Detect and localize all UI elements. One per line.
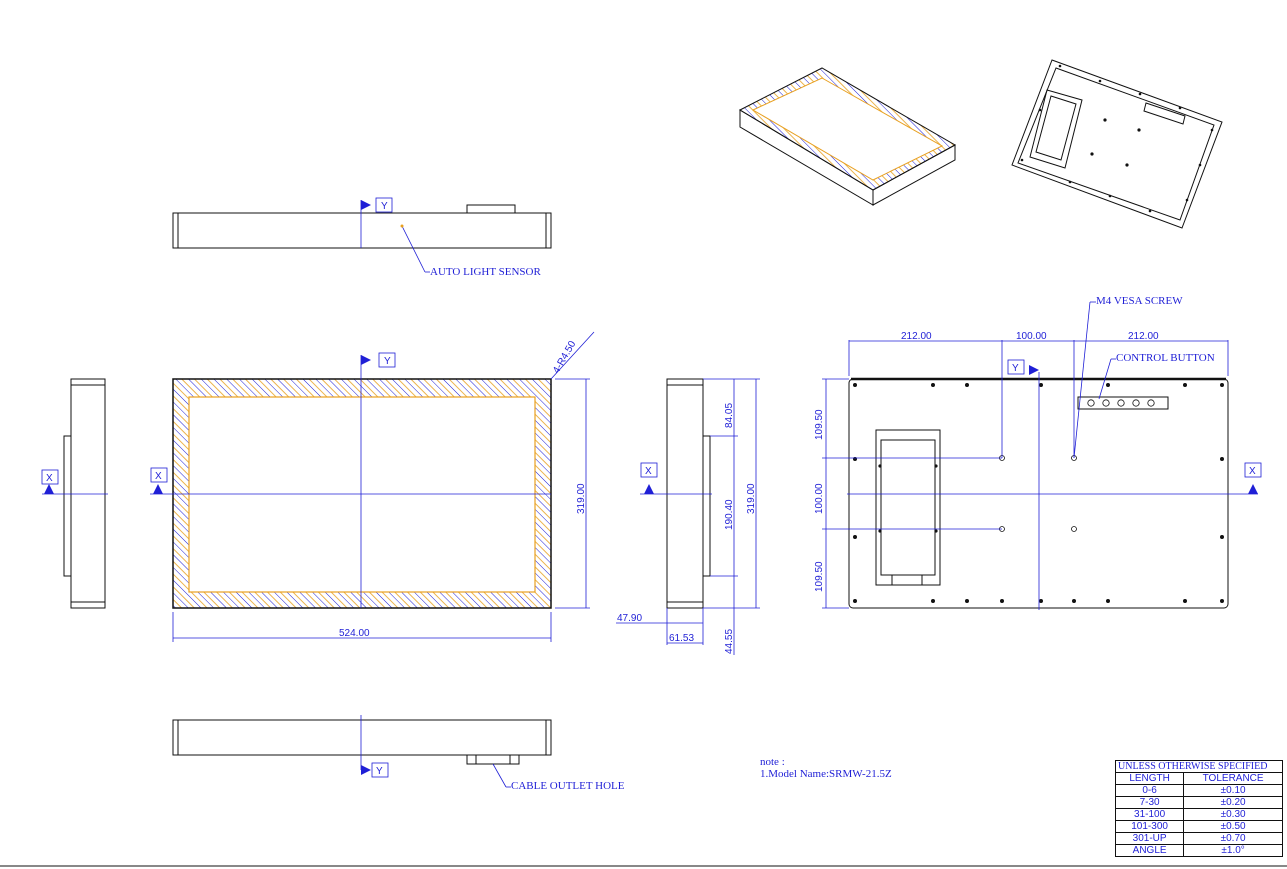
note-block: note : 1.Model Name:SRMW-21.5Z bbox=[760, 756, 892, 780]
front-view: Y X 4-R4.50 524.00 319.00 bbox=[150, 331, 595, 642]
tolerance-cell: ±0.50 bbox=[1183, 820, 1283, 833]
table-row: 101-300 ±0.50 bbox=[1114, 820, 1283, 833]
back-middle-dimension: 100.00 bbox=[814, 483, 825, 514]
side-depth-b-dimension: 61.53 bbox=[669, 633, 694, 644]
control-button-label: CONTROL BUTTON bbox=[1116, 352, 1215, 364]
side-height-dimension: 319.00 bbox=[746, 483, 757, 514]
range-cell: 7-30 bbox=[1114, 796, 1185, 809]
table-row: ANGLE ±1.0° bbox=[1114, 844, 1283, 857]
y-axis-marker-rear: Y bbox=[1012, 363, 1019, 374]
x-axis-marker-left: X bbox=[46, 473, 53, 484]
range-cell: 101-300 bbox=[1114, 820, 1185, 833]
range-cell: 301-UP bbox=[1114, 832, 1185, 845]
tolerance-table-title: UNLESS OTHERWISE SPECIFIED bbox=[1115, 760, 1283, 773]
note-model-name: 1.Model Name:SRMW-21.5Z bbox=[760, 768, 892, 780]
front-height-dimension: 319.00 bbox=[576, 483, 587, 514]
table-row: 301-UP ±0.70 bbox=[1114, 832, 1283, 845]
side-depth-a-dimension: 47.90 bbox=[617, 613, 642, 624]
tolerance-cell: ±0.70 bbox=[1183, 832, 1283, 845]
tolerance-table: UNLESS OTHERWISE SPECIFIED LENGTH TOLERA… bbox=[1114, 760, 1283, 857]
back-bottom-dimension: 109.50 bbox=[814, 561, 825, 592]
cable-outlet-hole-label: CABLE OUTLET HOLE bbox=[511, 780, 625, 792]
tolerance-cell: ±0.20 bbox=[1183, 796, 1283, 809]
length-column-header: LENGTH bbox=[1114, 772, 1185, 785]
y-axis-marker-front: Y bbox=[384, 356, 391, 367]
side-top-offset-dimension: 84.05 bbox=[724, 403, 735, 428]
auto-light-sensor-label: AUTO LIGHT SENSOR bbox=[430, 266, 541, 278]
x-axis-marker-rear: X bbox=[1249, 466, 1256, 477]
y-axis-marker-top: Y bbox=[381, 201, 388, 212]
y-axis-marker-bottom: Y bbox=[376, 766, 383, 777]
x-axis-marker-front: X bbox=[155, 471, 162, 482]
corner-radius-label: 4-R4.50 bbox=[551, 339, 579, 376]
tolerance-column-header: TOLERANCE bbox=[1183, 772, 1283, 785]
isometric-back-view bbox=[1011, 59, 1223, 229]
x-axis-marker-side: X bbox=[645, 466, 652, 477]
side-inner-height-dimension: 190.40 bbox=[724, 499, 735, 530]
range-cell: 0-6 bbox=[1114, 784, 1185, 797]
back-top-dimension: 109.50 bbox=[814, 409, 825, 440]
table-row: 7-30 ±0.20 bbox=[1114, 796, 1283, 809]
tolerance-cell: ±0.30 bbox=[1183, 808, 1283, 821]
isometric-front-view bbox=[738, 67, 957, 206]
table-row: 0-6 ±0.10 bbox=[1114, 784, 1283, 797]
right-side-view: X 84.05 190.40 319.00 44.55 47.90 61.53 bbox=[616, 378, 760, 655]
side-bottom-offset-dimension: 44.55 bbox=[724, 629, 735, 654]
bottom-view: Y CABLE OUTLET HOLE bbox=[172, 715, 625, 792]
m4-vesa-screw-label: M4 VESA SCREW bbox=[1096, 295, 1183, 307]
back-center-dimension: 100.00 bbox=[1016, 331, 1047, 342]
rear-view: Y X 212.00 100.00 212.00 109.50 100.00 1… bbox=[814, 295, 1262, 610]
left-side-view: X bbox=[41, 378, 108, 609]
tolerance-cell: ±1.0° bbox=[1183, 844, 1283, 857]
range-cell: ANGLE bbox=[1114, 844, 1185, 857]
back-right-dimension: 212.00 bbox=[1128, 331, 1159, 342]
back-left-dimension: 212.00 bbox=[901, 331, 932, 342]
top-view: Y AUTO LIGHT SENSOR bbox=[172, 197, 552, 278]
table-row: 31-100 ±0.30 bbox=[1114, 808, 1283, 821]
front-width-dimension: 524.00 bbox=[339, 628, 370, 639]
note-heading: note : bbox=[760, 756, 785, 768]
range-cell: 31-100 bbox=[1114, 808, 1185, 821]
tolerance-cell: ±0.10 bbox=[1183, 784, 1283, 797]
